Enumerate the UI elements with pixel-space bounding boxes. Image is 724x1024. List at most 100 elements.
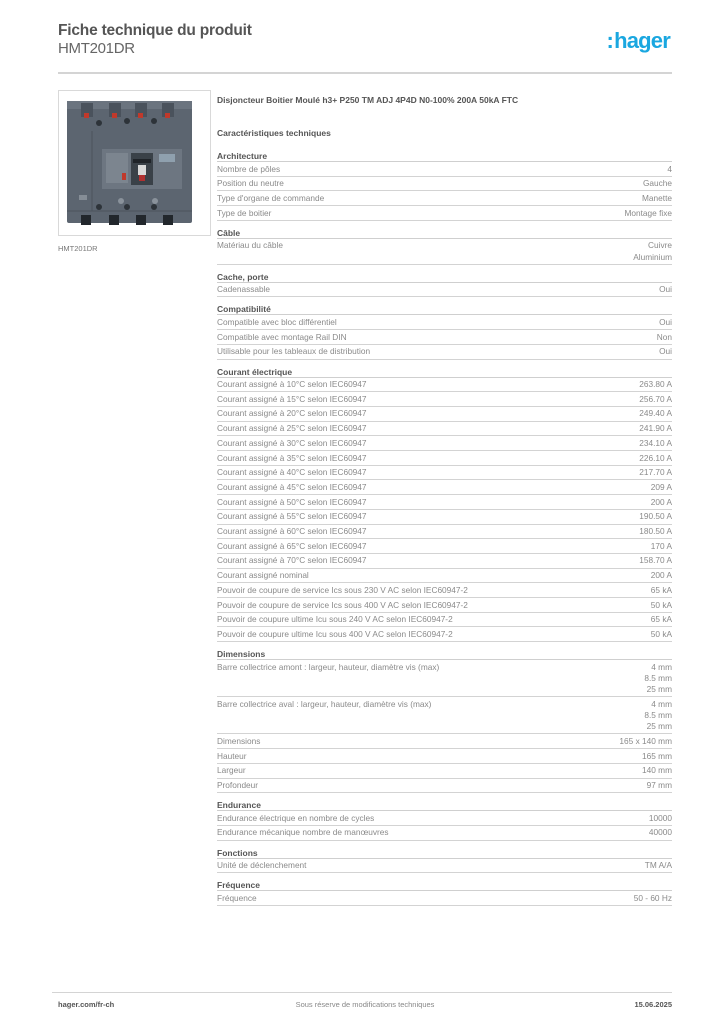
spec-value-line: Manette — [642, 192, 672, 203]
section-title: Fréquence — [217, 879, 672, 892]
spec-value: 263.80 A — [639, 379, 672, 390]
spec-label: Courant assigné à 45°C selon IEC60947 — [217, 481, 367, 492]
spec-row: Hauteur 165 mm — [217, 749, 672, 764]
spec-value: 170 A — [651, 541, 672, 552]
spec-value-line: Gauche — [642, 178, 672, 189]
section-title: Fonctions — [217, 847, 672, 859]
spec-value-line: 190.50 A — [639, 511, 672, 522]
product-title: Disjoncteur Boitier Moulé h3+ P250 TM AD… — [217, 95, 519, 105]
spec-label: Courant assigné à 70°C selon IEC60947 — [217, 555, 367, 566]
spec-value-line: 25 mm — [646, 684, 672, 695]
section-title: Endurance — [217, 799, 672, 812]
spec-value-line: 209 A — [650, 481, 672, 492]
spec-value: 241.90 A — [639, 423, 672, 434]
spec-label: Courant assigné à 60°C selon IEC60947 — [217, 526, 367, 537]
footer-website-link[interactable]: hager.com/fr-ch — [58, 1000, 115, 1009]
spec-value-line: Aluminium — [633, 251, 672, 262]
spec-value-line: Montage fixe — [624, 207, 672, 218]
spec-value-line: 40000 — [648, 827, 672, 838]
spec-label: Pouvoir de coupure ultime Icu sous 240 V… — [217, 614, 453, 625]
spec-value: 40000 — [649, 827, 672, 838]
spec-value-line: Oui — [659, 316, 672, 327]
spec-label: Courant assigné à 15°C selon IEC60947 — [217, 393, 367, 404]
product-image-caption: HMT201DR — [58, 244, 98, 253]
logo-colon: : — [606, 28, 614, 53]
spec-label: Position du neutre — [217, 178, 284, 189]
spec-value-line: 10000 — [648, 812, 672, 823]
spec-row: Position du neutre Gauche — [217, 177, 672, 192]
spec-label: Courant assigné à 20°C selon IEC60947 — [217, 408, 367, 419]
spec-label: Barre collectrice aval : largeur, hauteu… — [217, 698, 432, 709]
spec-row: Courant assigné nominal 200 A — [217, 569, 672, 584]
spec-label: Courant assigné à 30°C selon IEC60947 — [217, 437, 367, 448]
spec-label: Pouvoir de coupure de service Ics sous 4… — [217, 599, 468, 610]
spec-value-line: 65 kA — [650, 614, 672, 625]
spec-value: 200 A — [651, 570, 672, 581]
spec-value-line: Non — [656, 331, 672, 342]
spec-label: Dimensions — [217, 735, 261, 746]
spec-row: Barre collectrice aval : largeur, hauteu… — [217, 697, 672, 735]
spec-label: Compatible avec bloc différentiel — [217, 316, 337, 327]
spec-label: Largeur — [217, 765, 246, 776]
spec-value: 200 A — [651, 497, 672, 508]
spec-label: Hauteur — [217, 750, 247, 761]
spec-value: Montage fixe — [624, 208, 672, 219]
spec-value-line: 50 kA — [650, 599, 672, 610]
spec-label: Type d'organe de commande — [217, 192, 325, 203]
header-divider — [58, 72, 672, 74]
spec-value-line: 165 mm — [642, 750, 672, 761]
section-title: Câble — [217, 227, 672, 239]
spec-label: Pouvoir de coupure ultime Icu sous 400 V… — [217, 628, 453, 639]
spec-label: Utilisable pour les tableaux de distribu… — [217, 346, 371, 357]
spec-value: 180.50 A — [639, 526, 672, 537]
spec-section: Dimensions Barre collectrice amont : larg… — [217, 648, 672, 794]
spec-value: 165 mm — [642, 751, 672, 762]
spec-value-line: 4 mm — [651, 698, 672, 709]
footer-date: 15.06.2025 — [634, 1000, 672, 1009]
spec-value-line: 4 mm — [651, 661, 672, 672]
spec-value-line: 263.80 A — [639, 379, 672, 390]
spec-value-line: 165 x 140 mm — [619, 735, 672, 746]
logo-text: hager — [614, 28, 671, 53]
spec-value-line: 50 kA — [650, 628, 672, 639]
spec-value-line: 25 mm — [646, 721, 672, 732]
spec-value-line: 256.70 A — [639, 393, 672, 404]
spec-row: Courant assigné à 20°C selon IEC60947 249… — [217, 407, 672, 422]
page-footer: hager.com/fr-ch Sous réserve de modifica… — [58, 1000, 672, 1012]
spec-label: Courant assigné à 65°C selon IEC60947 — [217, 540, 367, 551]
spec-row: Dimensions 165 x 140 mm — [217, 734, 672, 750]
spec-value-line: 217.70 A — [639, 467, 672, 478]
spec-row: Endurance mécanique nombre de manœuvres 4… — [217, 826, 672, 841]
spec-row: Type d'organe de commande Manette — [217, 191, 672, 207]
spec-row: Pouvoir de coupure ultime Icu sous 400 V… — [217, 627, 672, 643]
spec-row: Courant assigné à 60°C selon IEC60947 180… — [217, 525, 672, 540]
spec-row: Endurance électrique en nombre de cycles… — [217, 811, 672, 826]
spec-label: Courant assigné à 35°C selon IEC60947 — [217, 452, 367, 463]
page-header: Fiche technique du produit HMT201DR :hag… — [58, 22, 672, 72]
spec-value-line: 170 A — [650, 540, 672, 551]
spec-label: Endurance mécanique nombre de manœuvres — [217, 827, 389, 838]
spec-label: Cadenassable — [217, 284, 271, 295]
spec-value: 249.40 A — [639, 408, 672, 419]
spec-row: Barre collectrice amont : largeur, haute… — [217, 660, 672, 698]
spec-value: Non — [657, 332, 672, 343]
spec-label: Courant assigné nominal — [217, 570, 309, 581]
spec-label: Unité de déclenchement — [217, 860, 307, 871]
spec-row: Courant assigné à 45°C selon IEC60947 209… — [217, 480, 672, 496]
spec-label: Fréquence — [217, 892, 257, 903]
